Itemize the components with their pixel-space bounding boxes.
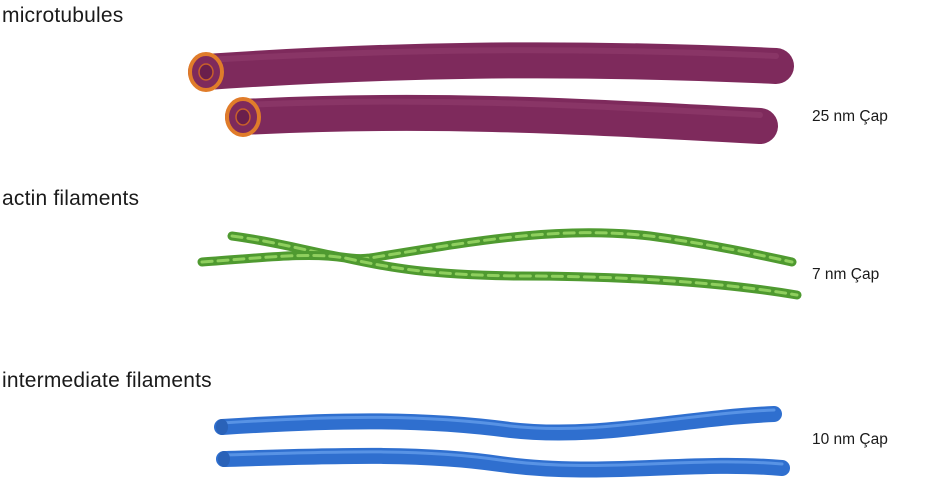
actin-filaments-group [202, 233, 797, 295]
microtubule-2 [243, 113, 760, 126]
intermediate-filaments-group [216, 410, 782, 470]
microtubules-group [190, 50, 776, 135]
microtubule-1 [206, 60, 776, 72]
